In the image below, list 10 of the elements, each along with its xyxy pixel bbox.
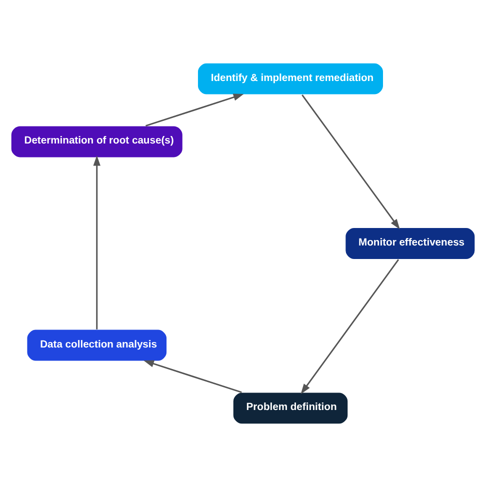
node-box: Monitor effectiveness bbox=[344, 227, 476, 260]
arrow bbox=[144, 360, 242, 394]
arrow bbox=[146, 94, 244, 127]
arrow bbox=[302, 94, 400, 230]
arrow bbox=[93, 155, 100, 330]
node-box: Determination of root cause(s) bbox=[10, 126, 184, 158]
node-box: Problem definition bbox=[232, 392, 348, 424]
node-box: Identify & implement remediation bbox=[197, 62, 384, 96]
arrow bbox=[300, 259, 400, 394]
node-box: Data collection analysis bbox=[26, 329, 168, 362]
